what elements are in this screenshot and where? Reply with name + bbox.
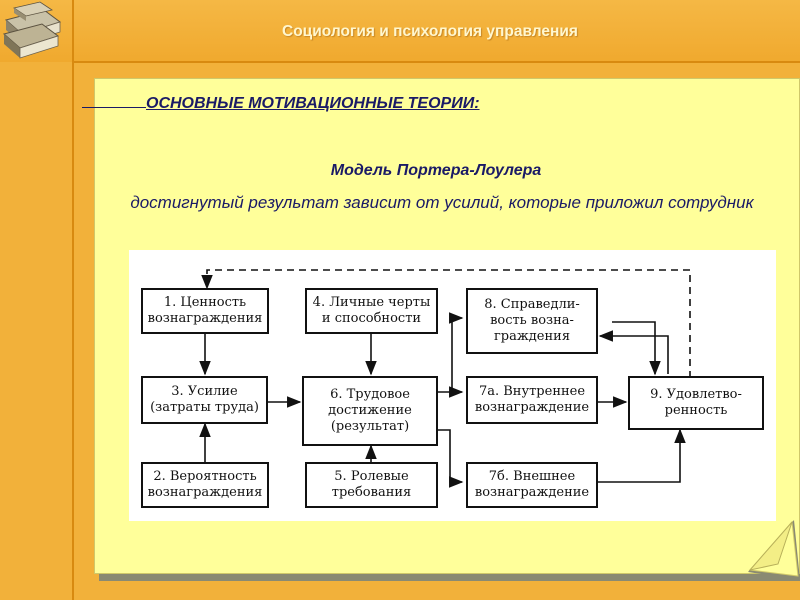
feedback-arrow	[201, 269, 691, 378]
box-external-reward: 7б. Внешнее вознаграждение	[466, 462, 598, 508]
box-personal-traits: 4. Личные черты и способности	[305, 288, 438, 334]
box-reward-value: 1. Ценность вознаграждения	[141, 288, 269, 334]
box-reward-fairness: 8. Справедли- вость возна- граждения	[466, 288, 598, 354]
model-description: достигнутый результат зависит от усилий,…	[130, 193, 754, 212]
model-title: Модель Портера-Лоулера	[330, 162, 542, 179]
box-reward-probability: 2. Вероятность вознаграждения	[141, 462, 269, 508]
arrow-6-to-7b	[437, 429, 464, 488]
divider-vertical	[72, 0, 74, 600]
header-title: Социология и психология управления	[282, 23, 578, 40]
divider-horizontal	[72, 61, 800, 63]
box-work-achievement: 6. Трудовое достижение (результат)	[302, 376, 438, 446]
arrow-7b-to-9	[598, 428, 686, 483]
arrow-9-to-8	[598, 330, 669, 374]
header-band	[0, 0, 800, 62]
box-internal-reward: 7а. Внутреннее вознаграждение	[466, 376, 598, 424]
box-role-requirements: 5. Ролевые требования	[305, 462, 438, 508]
books-icon	[2, 1, 62, 59]
page-curl-icon	[748, 520, 800, 580]
arrow-6-to-8	[449, 312, 464, 392]
arrow-8-to-9	[612, 321, 661, 376]
section-heading: ОСНОВНЫЕ МОТИВАЦИОННЫЕ ТЕОРИИ:	[82, 94, 642, 113]
box-satisfaction: 9. Удовлетво- ренность	[628, 376, 764, 430]
box-effort: 3. Усилие (затраты труда)	[141, 376, 268, 424]
